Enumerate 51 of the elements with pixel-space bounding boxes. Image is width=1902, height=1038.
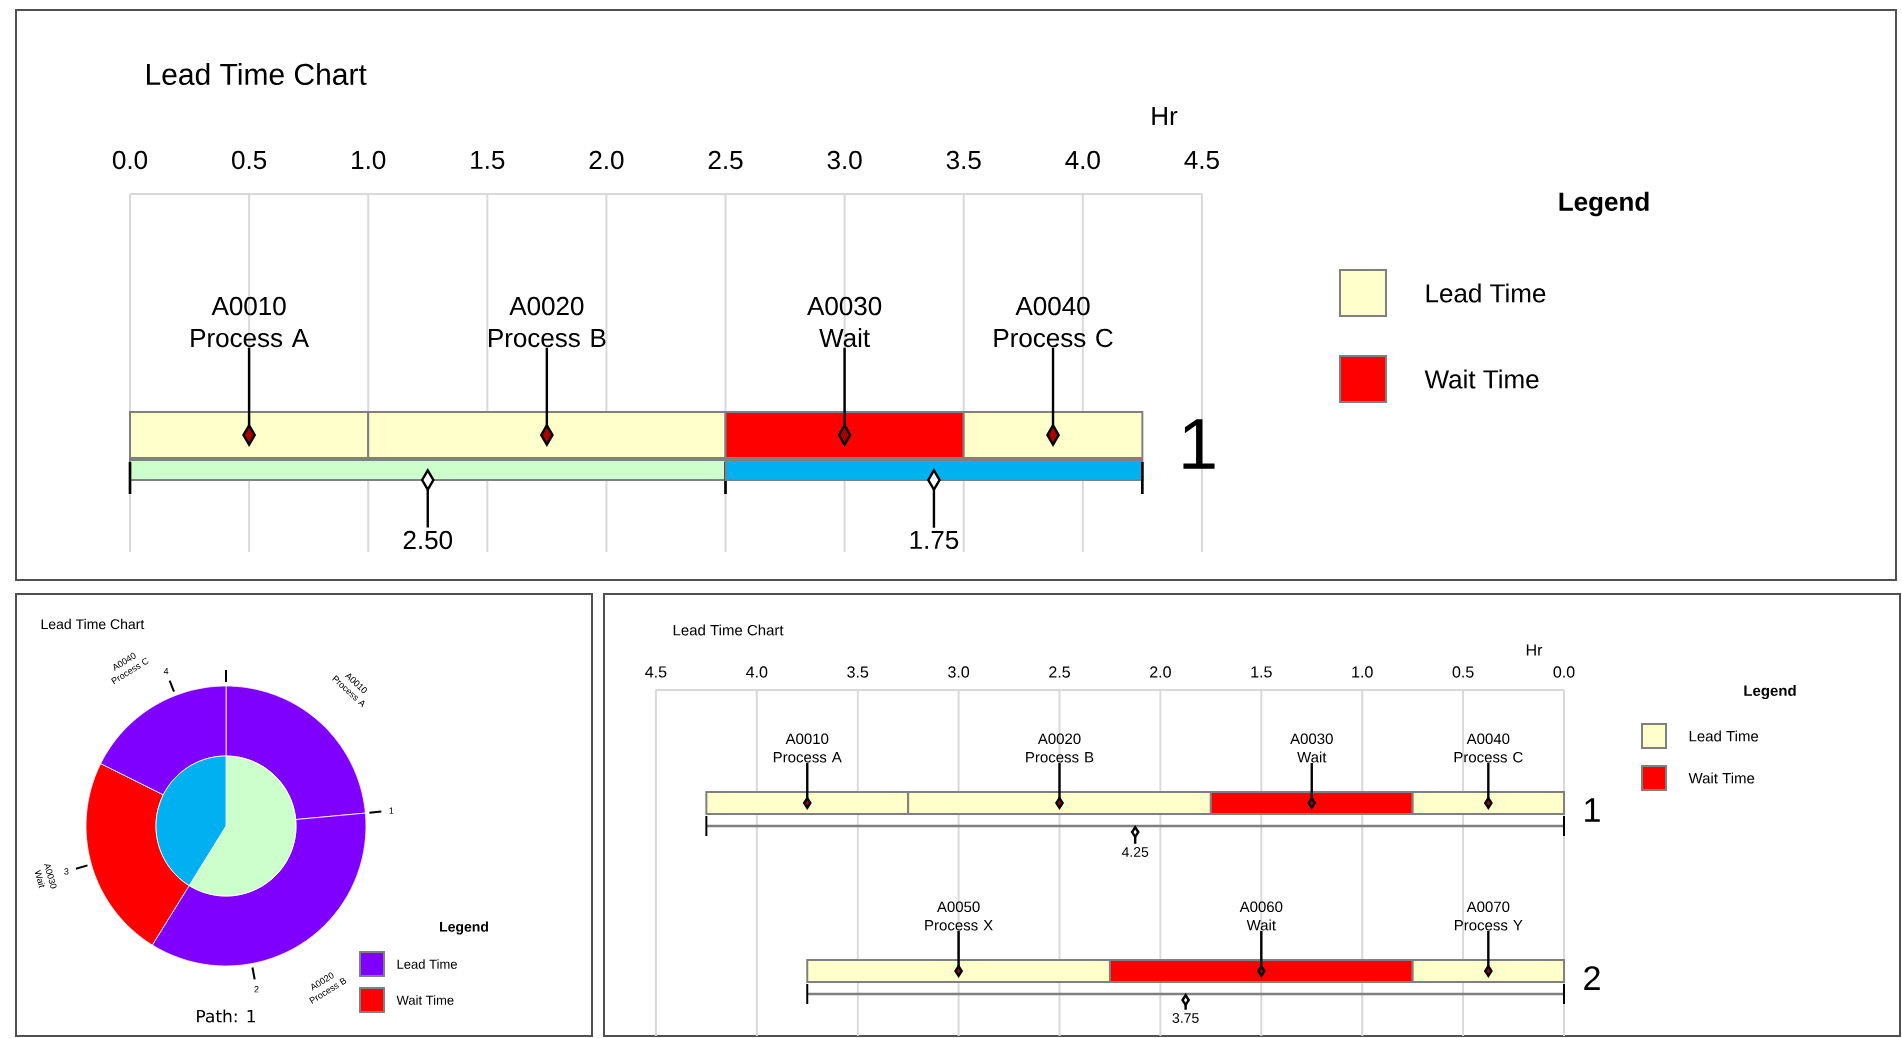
- row-number: 2: [1584, 966, 1600, 990]
- axis-tick-label: 2.0: [589, 150, 624, 170]
- legend-label: Lead Time: [1426, 283, 1546, 303]
- axis-unit: Hr: [1152, 107, 1178, 125]
- row-number: 1: [1183, 419, 1215, 469]
- summary-line: [806, 983, 1565, 1005]
- timeline-segment: [1411, 959, 1566, 983]
- timeline-segment: [1411, 791, 1566, 815]
- total-value: 2.50: [403, 530, 453, 550]
- legend-title: Legend: [1559, 191, 1649, 217]
- timeline-segment: [367, 411, 727, 459]
- total-value: 1.75: [910, 530, 959, 550]
- axis-tick-label: 3.0: [948, 666, 970, 678]
- axis-tick-label: 3.5: [946, 150, 981, 170]
- path-caption: Path: 1: [197, 1009, 255, 1023]
- timeline-segment: [1209, 791, 1414, 815]
- axis-tick-label: 3.0: [827, 150, 862, 170]
- timeline-segment: [907, 791, 1212, 815]
- summary-line: [705, 815, 1565, 837]
- axis-tick-label: 2.5: [708, 150, 743, 170]
- step-label: A0040 Process C: [994, 296, 1113, 348]
- timeline-segment: [806, 959, 1111, 983]
- axis-tick-label: 4.5: [1184, 150, 1219, 170]
- timeline-segment: [1108, 959, 1414, 983]
- timeline-segment: [705, 791, 910, 815]
- summary-bar: [724, 459, 1144, 494]
- row-number: 1: [1585, 798, 1600, 822]
- axis-tick-label: 3.5: [847, 666, 869, 678]
- axis-tick-label: 1.0: [352, 150, 386, 170]
- timeline-segment: [962, 411, 1144, 459]
- timeline-segment: [129, 411, 370, 459]
- chart-title: Lead Time Chart: [147, 63, 367, 86]
- axis-tick-label: 1.5: [471, 150, 505, 170]
- summary-bar: [128, 459, 727, 494]
- axis-tick-label: 0.5: [1452, 666, 1474, 678]
- step-label: A0010 Process A: [191, 296, 309, 348]
- axis-tick-label: 4.5: [645, 666, 667, 678]
- legend-label: Wait Time: [1424, 369, 1539, 389]
- axis-tick-label: 0.5: [232, 150, 267, 170]
- timeline-segment: [724, 411, 965, 459]
- axis-tick-label: 1.0: [1352, 666, 1373, 678]
- axis-tick-label: 4.0: [746, 666, 768, 678]
- axis-tick-label: 1.5: [1251, 666, 1272, 678]
- step-label: A0030 Wait: [807, 296, 882, 348]
- axis-tick-label: 0.0: [112, 150, 148, 170]
- step-label: A0020 Process B: [489, 296, 606, 348]
- axis-unit: Hr: [1526, 644, 1543, 656]
- axis-tick-label: 2.0: [1150, 666, 1171, 678]
- axis-tick-label: 0.0: [1553, 666, 1575, 678]
- axis-tick-label: 4.0: [1065, 150, 1100, 170]
- axis-tick-label: 2.5: [1049, 666, 1070, 678]
